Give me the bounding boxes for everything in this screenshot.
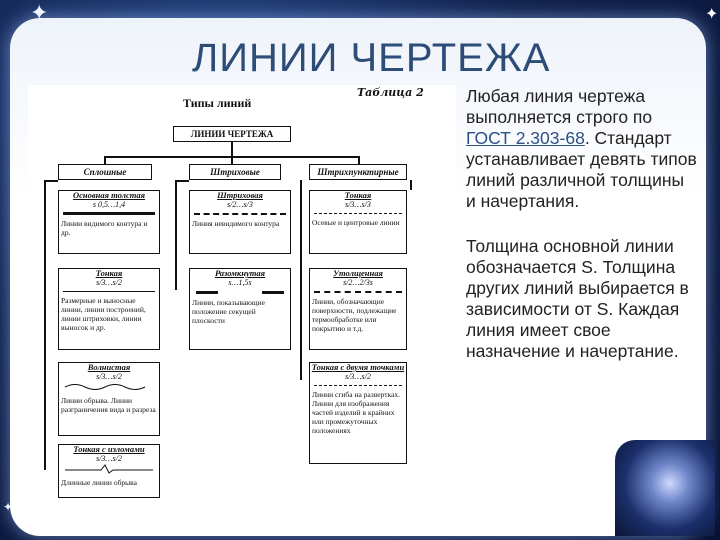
connector bbox=[104, 156, 106, 164]
cell-size: s/3…s/2 bbox=[96, 278, 122, 287]
cell-desc: Линии, показывающие положение секущей пл… bbox=[192, 298, 266, 325]
line-sample bbox=[194, 213, 286, 215]
line-sample bbox=[314, 213, 402, 214]
cell-size: s/3…s/2 bbox=[345, 372, 371, 381]
cell-title: Основная толстая bbox=[72, 190, 146, 200]
table-caption: Таблица 2 bbox=[357, 86, 424, 99]
paragraph-2: Толщина основной линии обозначается S. Т… bbox=[466, 236, 689, 361]
paragraph-1-after: . Стандарт устанавливает девять типов ли… bbox=[466, 128, 697, 211]
cell-size: s/2…2/3s bbox=[343, 278, 373, 287]
cell-wavy: Волнистая s/3…s/2 Линии обрыва. Линии ра… bbox=[58, 362, 160, 436]
cell-size: s/3…s/2 bbox=[96, 372, 122, 381]
line-sample bbox=[64, 384, 146, 390]
cell-desc: Размерные и выносные линии, линии постро… bbox=[61, 296, 146, 332]
cell-title: Тонкая bbox=[95, 268, 123, 278]
table-heading: Типы линий bbox=[183, 96, 252, 110]
astronaut-image bbox=[615, 440, 715, 536]
connector bbox=[175, 180, 177, 290]
category-solid: Сплошные bbox=[58, 164, 152, 180]
line-sample bbox=[314, 385, 402, 386]
cell-desc: Длинные линии обрыва bbox=[61, 478, 137, 487]
cell-size: s…1,5s bbox=[228, 278, 252, 287]
cell-size: s/3…s/2 bbox=[96, 454, 122, 463]
cell-dashed: Штриховая s/2…s/3 Линия невидимого конту… bbox=[189, 190, 291, 254]
connector bbox=[358, 156, 360, 164]
cell-title: Штриховая bbox=[217, 190, 263, 200]
paragraph-1-before: Любая линия чертежа выполняется строго п… bbox=[466, 86, 653, 127]
connector bbox=[44, 180, 58, 182]
line-sample bbox=[196, 291, 284, 294]
gost-link[interactable]: ГОСТ 2.303-68 bbox=[466, 128, 585, 148]
line-sample bbox=[63, 291, 155, 292]
connector bbox=[44, 180, 46, 470]
cell-open: Разомкнутая s…1,5s Линии, показывающие п… bbox=[189, 268, 291, 350]
cell-desc: Линия невидимого контура bbox=[192, 219, 280, 228]
cell-desc: Линии, обозначающие поверхности, подлежа… bbox=[312, 297, 397, 333]
cell-thickened: Утолщенная s/2…2/3s Линии, обозначающие … bbox=[309, 268, 407, 350]
table-root-box: ЛИНИИ ЧЕРТЕЖА bbox=[173, 126, 291, 142]
cell-two-dots: Тонкая с двумя точками s/3…s/2 Линии сги… bbox=[309, 362, 407, 464]
line-sample bbox=[63, 212, 155, 215]
connector bbox=[175, 180, 189, 182]
paragraph-1: Любая линия чертежа выполняется строго п… bbox=[466, 86, 698, 212]
cell-desc: Осевые и центровые линии bbox=[312, 218, 400, 227]
cell-size: s/2…s/3 bbox=[227, 200, 253, 209]
star-icon: ✦ bbox=[705, 6, 719, 23]
cell-size: s/3…s/3 bbox=[345, 200, 371, 209]
connector bbox=[410, 180, 412, 190]
line-sample bbox=[65, 464, 153, 474]
cell-size: s 0,5…1,4 bbox=[92, 200, 126, 209]
cell-zigzag: Тонкая с изломами s/3…s/2 Длинные линии … bbox=[58, 444, 160, 498]
category-dash-dot: Штрихпунктирные bbox=[309, 164, 407, 180]
category-dashed: Штриховые bbox=[189, 164, 281, 180]
slide-title: ЛИНИИ ЧЕРТЕЖА bbox=[192, 36, 551, 80]
cell-desc: Линии сгиба на развертках. Линии для изо… bbox=[312, 390, 400, 435]
connector bbox=[300, 180, 302, 380]
cell-thin-dashdot: Тонкая s/3…s/3 Осевые и центровые линии bbox=[309, 190, 407, 254]
cell-main-thick: Основная толстая s 0,5…1,4 Линии видимог… bbox=[58, 190, 160, 254]
cell-title: Тонкая с двумя точками bbox=[311, 362, 405, 372]
connector bbox=[231, 156, 233, 164]
cell-thin-solid: Тонкая s/3…s/2 Размерные и выносные лини… bbox=[58, 268, 160, 350]
star-icon: ✦ bbox=[3, 500, 14, 514]
cell-desc: Линии видимого контура и др. bbox=[61, 219, 148, 237]
cell-desc: Линии обрыва. Линии разграничения вида и… bbox=[61, 396, 156, 414]
connector bbox=[231, 141, 233, 157]
cell-title: Тонкая с изломами bbox=[73, 444, 145, 454]
cell-title: Утолщенная bbox=[333, 268, 383, 278]
line-sample bbox=[314, 291, 402, 293]
cell-title: Волнистая bbox=[87, 362, 131, 372]
cell-title: Разомкнутая bbox=[214, 268, 266, 278]
cell-title: Тонкая bbox=[344, 190, 372, 200]
